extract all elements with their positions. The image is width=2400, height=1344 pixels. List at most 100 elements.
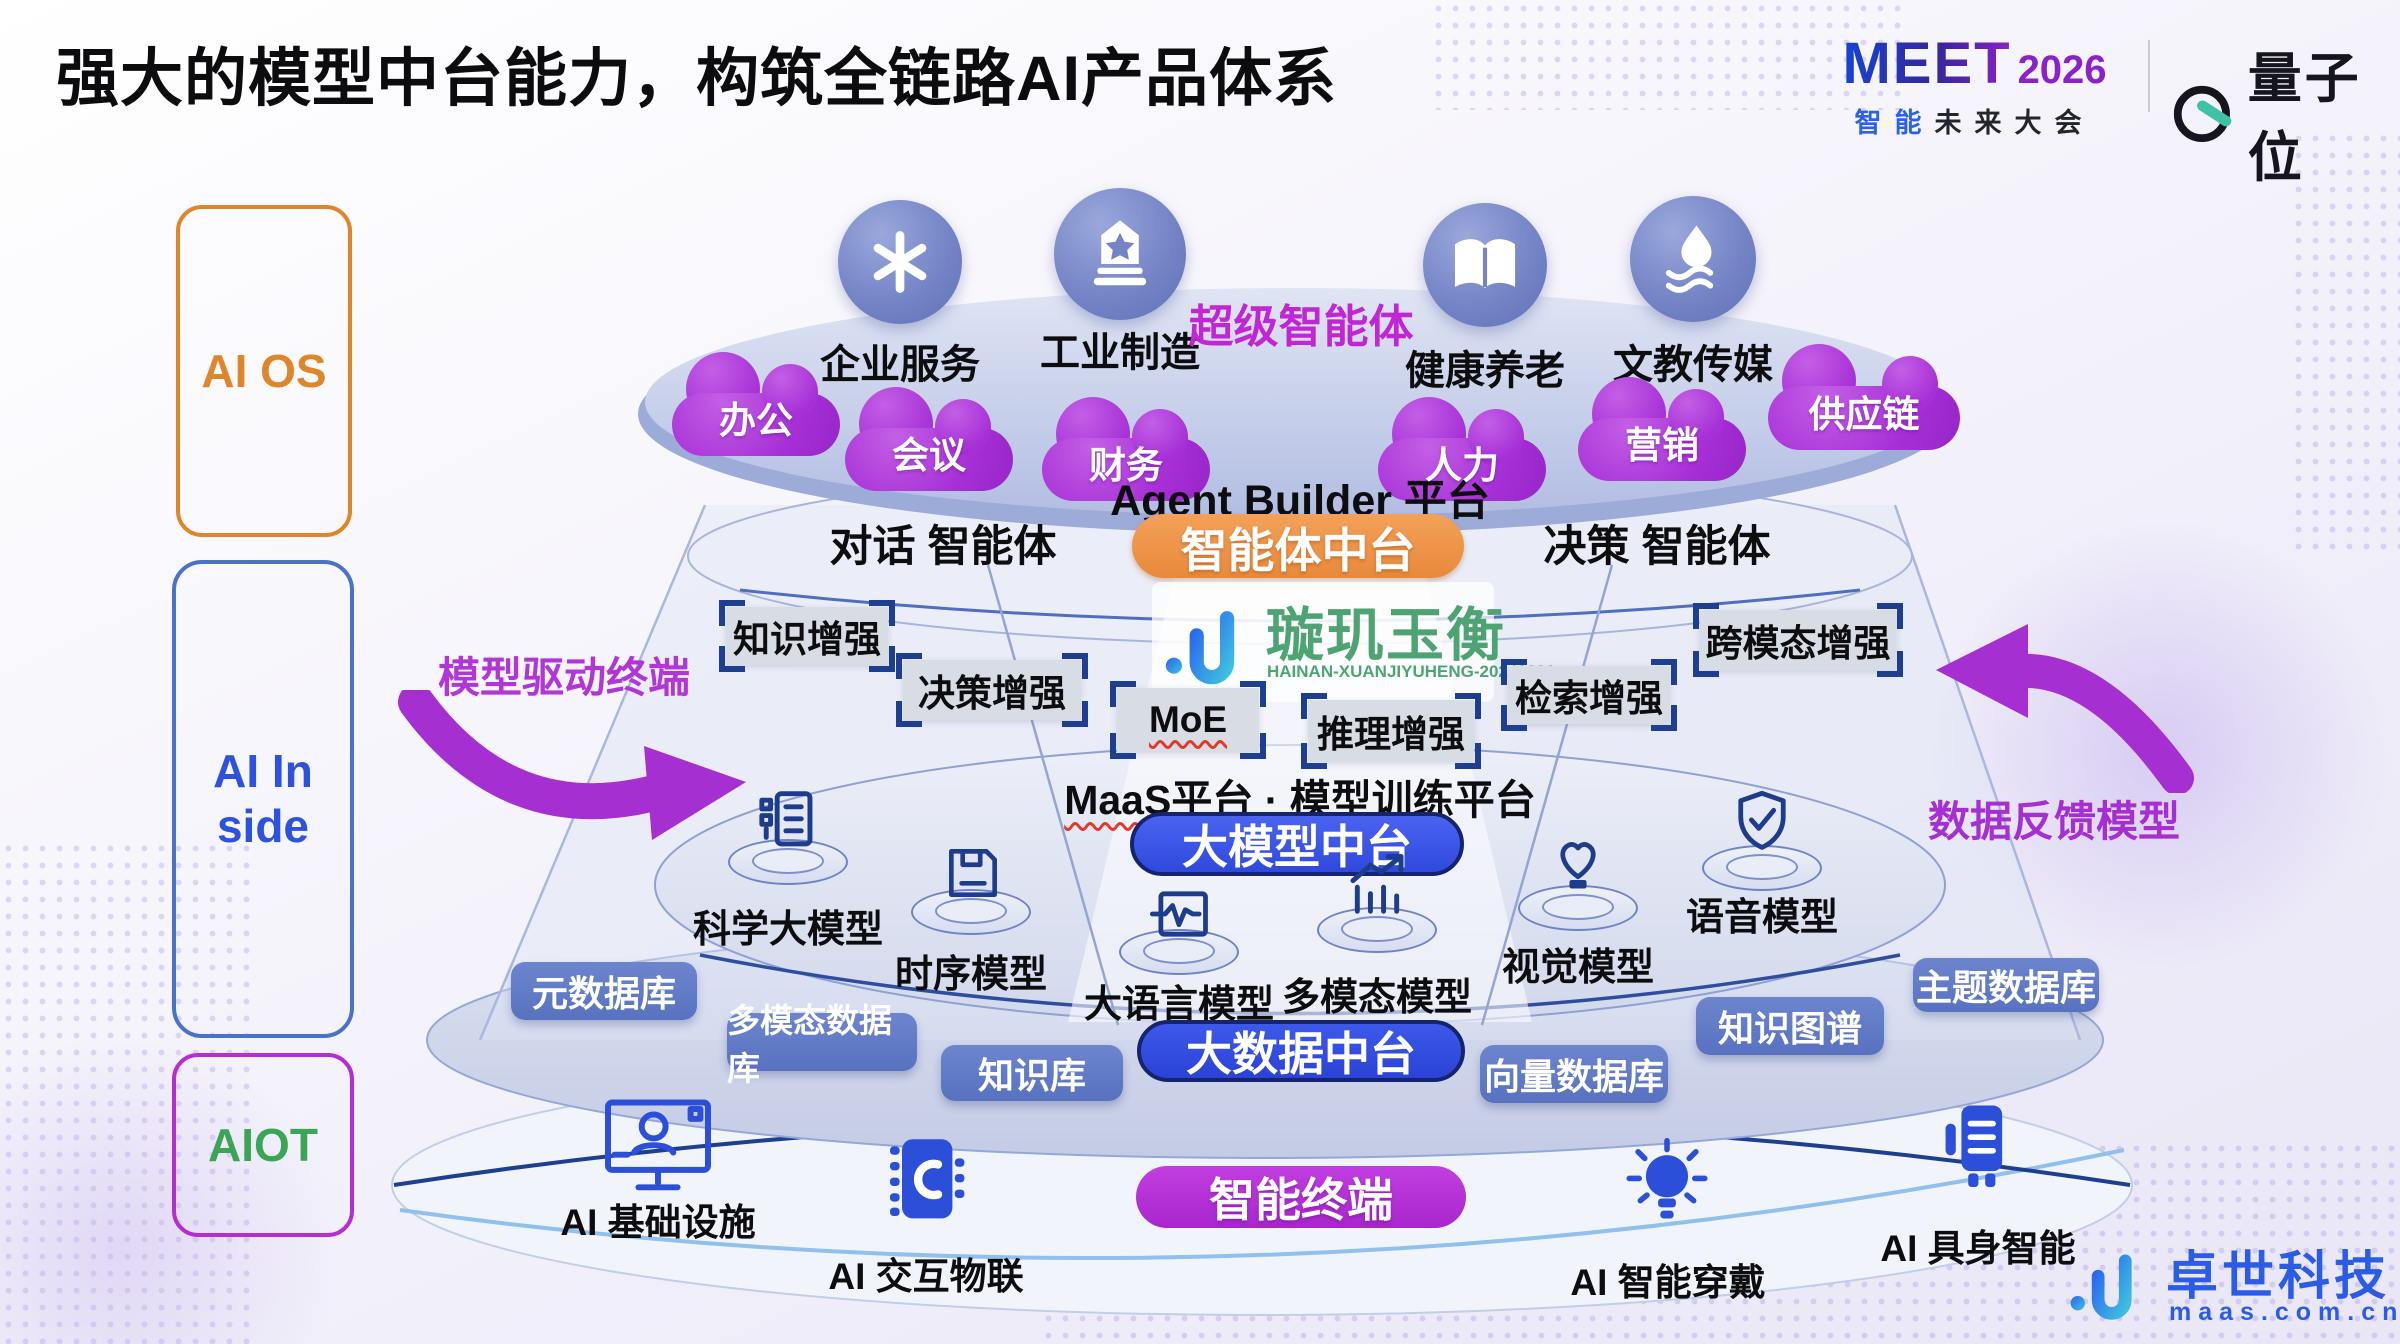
enhancement-decision: 决策增强 (896, 653, 1088, 727)
terminal-label: AI 智能穿戴 (1570, 1262, 1766, 1303)
industry-label: 企业服务 (820, 343, 980, 387)
pedestal (1518, 885, 1638, 931)
halftone-right-edge (2290, 130, 2400, 560)
left-arrow-label: 模型驱动终端 (438, 654, 691, 701)
document-list-icon (759, 791, 813, 847)
cloud-finance: 财务 (1042, 397, 1210, 501)
zhuoshi-footer-logo: 卓世科技 maas.com.cn (2066, 1232, 2397, 1336)
industry-label: 健康养老 (1405, 349, 1565, 393)
pedestal (728, 839, 848, 885)
enhancement-retrieval: 检索增强 (1501, 659, 1677, 731)
data-hub-label: 大数据中台 (1186, 1028, 1416, 1080)
factory-star-icon (1093, 220, 1147, 286)
network-flower-icon (873, 231, 927, 293)
terminal-label: AI 具身智能 (1880, 1228, 2076, 1269)
xuanji-logo-icon (1165, 595, 1235, 685)
industry-circle-enterprise (838, 200, 962, 324)
cloud-label: 人力 (1425, 445, 1499, 486)
db-graph: 知识图谱 (1696, 997, 1884, 1055)
terminal-label: AI 交互物联 (828, 1256, 1024, 1297)
data-feedback-arrow-icon (1936, 624, 2194, 793)
meet-logo-subtitle: 智能未来大会 (1854, 108, 2095, 138)
meet-logo-text: MEET (1842, 31, 2012, 96)
page-title: 强大的模型中台能力，构筑全链路AI产品体系 (56, 44, 1337, 114)
ai-os-label: AI OS (201, 345, 327, 397)
agent-hub-pill: 智能体中台 (1132, 514, 1464, 578)
model-label: 语音模型 (1685, 897, 1838, 939)
xuanji-brand-name: 璇玑玉衡 (1266, 603, 1507, 668)
data-hub-pill: 大数据中台 (1137, 1020, 1465, 1082)
open-book-icon (1454, 239, 1516, 289)
monitor-user-icon (605, 1099, 711, 1191)
shield-check-icon (1738, 790, 1786, 850)
db-vector: 向量数据库 (1480, 1045, 1668, 1103)
heart-stand-icon (1560, 842, 1596, 889)
qbit-logo-text: 量子位 (2247, 49, 2362, 188)
db-topic: 主题数据库 (1913, 958, 2099, 1012)
cloud-label: 供应链 (1808, 394, 1920, 435)
model-label: 时序模型 (894, 954, 1047, 996)
aiot-label: AIOT (208, 1119, 318, 1171)
dialog-agent-label: 对话 智能体 (829, 523, 1057, 571)
cloud-label: 营销 (1625, 425, 1699, 466)
industry-circle-media (1630, 196, 1756, 322)
model-label: 多模态模型 (1281, 977, 1472, 1019)
robot-icon (1945, 1105, 2003, 1187)
water-drop-waves-icon (1665, 225, 1714, 293)
cloud-label: 办公 (719, 400, 793, 441)
pulse-monitor-icon (1149, 891, 1208, 937)
sidebar-item-ai-inside: AI Inside (172, 560, 354, 1038)
db-multimodal: 多模态数据库 (727, 1002, 917, 1087)
cloud-hr: 人力 (1378, 397, 1546, 501)
cloud-office: 办公 (672, 352, 840, 456)
footer-domain: maas.com.cn (2169, 1298, 2400, 1326)
cloud-label: 会议 (892, 435, 966, 476)
cloud-supply-chain: 供应链 (1768, 344, 1960, 450)
sidebar-item-ai-os: AI OS (176, 205, 352, 537)
decision-agent-label: 决策 智能体 (1543, 523, 1771, 571)
header-divider (2148, 40, 2150, 112)
model-hub-pill: 大模型中台 (1130, 812, 1464, 876)
pedestal (1119, 929, 1239, 975)
lightbulb-icon (1626, 1137, 1708, 1219)
industry-label: 工业制造 (1040, 331, 1200, 375)
pedestal (911, 889, 1031, 935)
enhancement-crossmodal: 跨模态增强 (1693, 603, 1903, 677)
model-label: 大语言模型 (1083, 984, 1274, 1026)
super-agent-label: 超级智能体 (1188, 301, 1414, 352)
industry-circle-health (1423, 203, 1547, 327)
floppy-disk-icon (949, 849, 997, 897)
xuanji-brand-code: HAINAN-XUANJIYUHENG-20240201 (1267, 662, 1556, 681)
xuanji-brand-block: 璇玑玉衡 HAINAN-XUANJIYUHENG-20240201 (1152, 582, 1555, 702)
model-drive-arrow-icon (398, 690, 746, 840)
model-label: 视觉模型 (1501, 947, 1654, 989)
db-knowledge: 知识库 (941, 1045, 1123, 1101)
qbit-logo: 量子位 (2170, 34, 2400, 192)
sidebar-item-aiot: AIOT (172, 1053, 354, 1237)
meet-logo-year: 2026 (2017, 48, 2107, 92)
enhancement-reasoning: 推理增强 (1301, 693, 1481, 769)
model-hub-label: 大模型中台 (1182, 821, 1412, 873)
pedestal (1317, 907, 1437, 953)
industry-circle-industrial (1054, 188, 1186, 320)
halftone-top-right (1430, 0, 1910, 110)
agent-hub-label: 智能体中台 (1180, 523, 1416, 577)
db-meta: 元数据库 (511, 962, 697, 1020)
ai-inside-label: AI Inside (213, 744, 313, 852)
halftone-bottom-left (0, 840, 250, 1344)
terminal-label: AI 基础设施 (560, 1202, 756, 1243)
cloud-marketing: 营销 (1578, 377, 1746, 481)
cloud-label: 财务 (1089, 445, 1163, 486)
enhancement-moe: MoE (1110, 681, 1266, 759)
terminal-hub-label: 智能终端 (1209, 1174, 1393, 1226)
model-label: 科学大模型 (692, 909, 883, 951)
chip-icon (890, 1139, 965, 1219)
bar-chart-up-icon (1350, 854, 1404, 914)
footer-company-name: 卓世科技 (2166, 1248, 2391, 1306)
terminal-hub-pill: 智能终端 (1136, 1166, 1466, 1228)
enhancement-knowledge: 知识增强 (719, 600, 895, 672)
q-logo-icon (2173, 85, 2232, 143)
cloud-meeting: 会议 (845, 387, 1013, 491)
